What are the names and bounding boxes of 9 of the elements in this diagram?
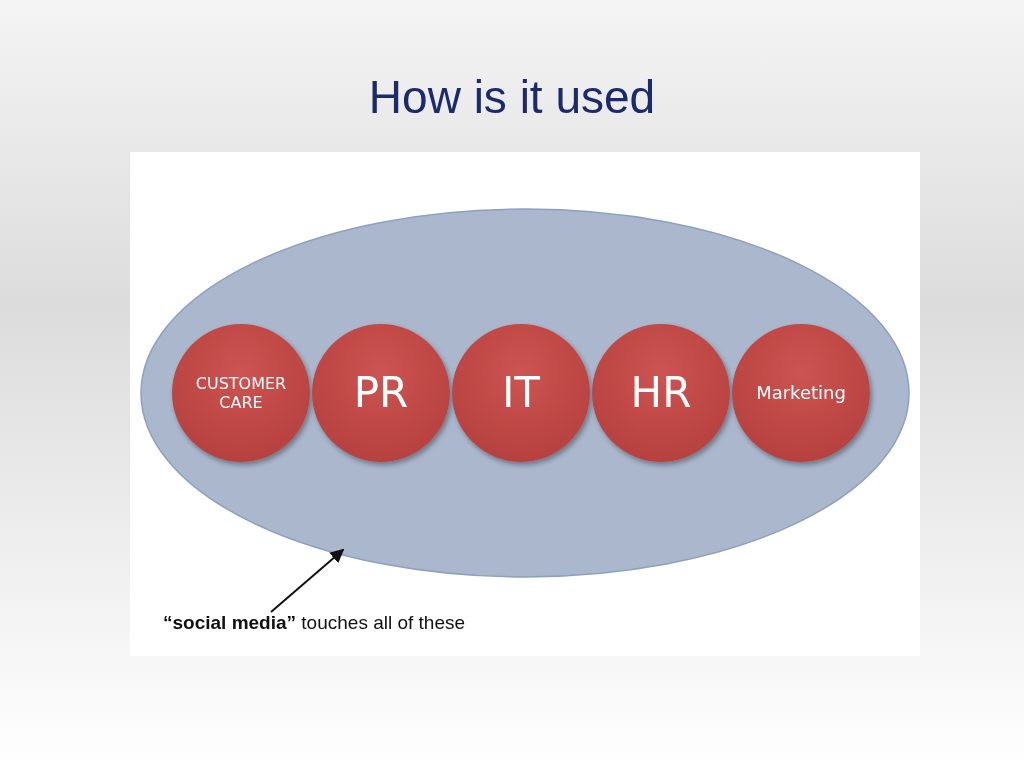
- leader-arrow: [270, 548, 345, 613]
- node-label: Marketing: [755, 382, 847, 404]
- node-label: CUSTOMER CARE: [194, 373, 288, 413]
- node-label: HR: [630, 367, 692, 419]
- node-label: IT: [501, 367, 540, 419]
- slide-title: How is it used: [367, 70, 657, 124]
- callout-text: “social media” touches all of these: [163, 612, 493, 638]
- node-label: PR: [353, 367, 409, 419]
- ellipse-shape: [140, 208, 910, 578]
